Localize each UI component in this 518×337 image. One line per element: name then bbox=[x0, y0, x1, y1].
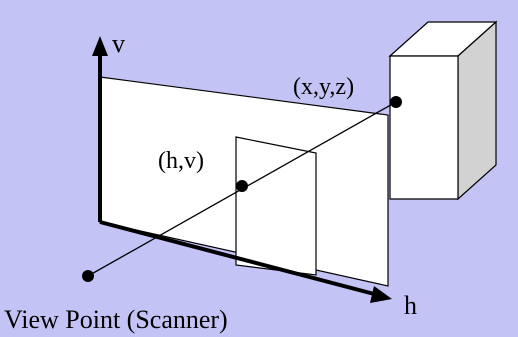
v-axis-arrowhead bbox=[92, 36, 108, 56]
image-point-label: (h,v) bbox=[158, 148, 204, 174]
object-point-label: (x,y,z) bbox=[293, 74, 354, 100]
v-axis-label: v bbox=[112, 29, 125, 58]
object-point-marker bbox=[390, 96, 402, 108]
h-axis-line bbox=[99, 220, 379, 297]
view-point-label: View Point (Scanner) bbox=[4, 305, 228, 334]
projected-rectangle bbox=[235, 136, 317, 276]
box-front-face bbox=[389, 55, 459, 200]
h-axis-label: h bbox=[404, 291, 417, 320]
view-point-marker bbox=[82, 270, 94, 282]
image-point-marker bbox=[236, 180, 248, 192]
h-axis-arrowhead bbox=[370, 286, 392, 303]
